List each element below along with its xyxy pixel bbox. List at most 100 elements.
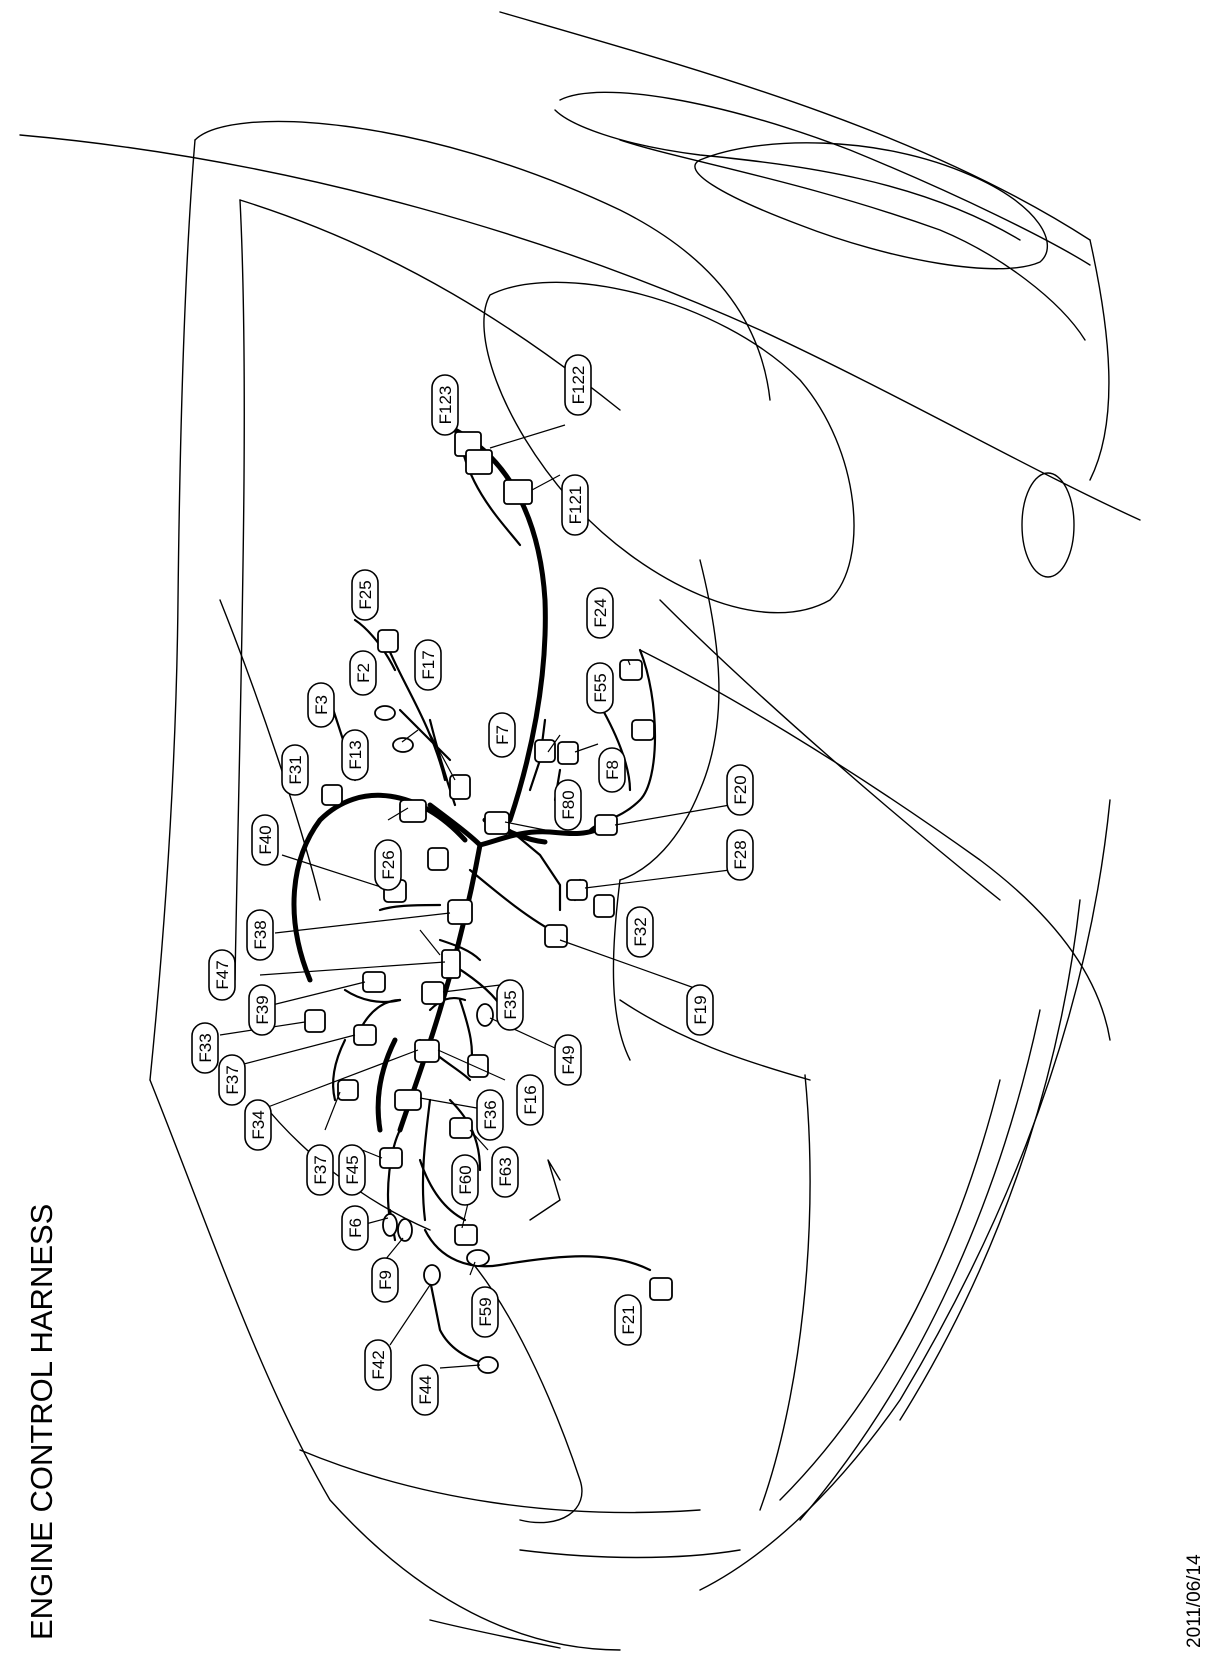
label-f20: F19 <box>686 984 714 1036</box>
connector-f59-body <box>466 1249 490 1267</box>
label-f44: F44 <box>411 1364 439 1416</box>
connector-f80-body <box>484 811 510 835</box>
connector-f38-body <box>353 1024 377 1046</box>
label-f60: F60 <box>451 1154 479 1206</box>
label-f39-text: F39 <box>253 995 272 1024</box>
label-f33-text: F36 <box>481 1100 500 1129</box>
label-f122-text: F122 <box>569 366 588 405</box>
label-f8: F8 <box>598 747 626 793</box>
label-f37-text: F37 <box>311 1155 330 1184</box>
connector-f28-body <box>566 879 588 901</box>
label-f7: F7 <box>488 712 516 758</box>
label-f13-text: F13 <box>346 740 365 769</box>
label-f25: F25 <box>351 569 379 621</box>
label-f24: F24 <box>586 587 614 639</box>
label-f45: F45 <box>338 1144 366 1196</box>
connector-f13-body <box>399 799 427 823</box>
connector-f19-body <box>449 774 471 800</box>
label-f9-text: F9 <box>376 1270 395 1290</box>
label-f55: F55 <box>586 662 614 714</box>
label-f121: F121 <box>561 474 589 536</box>
vehicle-body-outline <box>19 11 1141 1651</box>
diagram-date: 2011/06/14 <box>1184 1554 1205 1648</box>
connector-f36-body <box>447 899 473 925</box>
connector-f32-body <box>304 1009 326 1033</box>
connector-f55-body <box>631 719 655 741</box>
connector-f21-body <box>594 814 618 836</box>
connector-f60-body <box>454 1224 478 1246</box>
connector-f33-body <box>394 1089 422 1111</box>
connector-f42-body <box>423 1264 441 1286</box>
leader-lines <box>219 424 731 1369</box>
label-f59-text: F59 <box>476 1297 495 1326</box>
connector-f37-body <box>337 1079 359 1101</box>
label-f122: F122 <box>564 354 592 416</box>
label-f80: F80 <box>554 779 582 831</box>
label-f35-text: F35 <box>501 990 520 1019</box>
label-f40: F40 <box>251 814 279 866</box>
connector-f45-body <box>379 1147 403 1169</box>
connector-f29-body <box>321 784 343 806</box>
connector-f16-body <box>467 1054 489 1078</box>
label-f33: F36 <box>476 1089 504 1141</box>
label-f36-text: F38 <box>251 920 270 949</box>
connector-f24-body <box>619 659 643 681</box>
label-f31-text: F32 <box>631 917 650 946</box>
label-f20-text: F19 <box>691 995 710 1024</box>
label-f39: F39 <box>248 984 276 1036</box>
label-f16-text: F16 <box>521 1085 540 1114</box>
connector-f34-body <box>414 1039 440 1063</box>
label-f38-text: F37 <box>223 1065 242 1094</box>
label-f123: F123 <box>431 374 459 436</box>
label-f6: F6 <box>341 1205 369 1251</box>
label-f123-text: F123 <box>436 386 455 425</box>
label-f36: F38 <box>246 909 274 961</box>
connector-labels: F123 F122 F121 F25 F24 F2 F17 F3 F55 F7 … <box>191 354 754 1416</box>
connector-f20-body <box>544 924 568 948</box>
label-f42-text: F42 <box>369 1350 388 1379</box>
label-f2-text: F2 <box>354 663 373 683</box>
label-f21-text: F20 <box>731 775 750 804</box>
label-f28-text: F28 <box>731 840 750 869</box>
label-f8-text: F8 <box>603 760 622 780</box>
label-f121-text: F121 <box>566 486 585 525</box>
label-f29-text: F31 <box>286 755 305 784</box>
connector-f2-body <box>374 705 396 721</box>
label-f47: F47 <box>208 949 236 1001</box>
label-f44-text: F44 <box>416 1375 435 1404</box>
connector-f49-body <box>476 1003 494 1027</box>
label-f32-text: F33 <box>196 1033 215 1062</box>
label-f37: F37 <box>306 1144 334 1196</box>
label-f26: F26 <box>374 839 402 891</box>
label-f26-text: F26 <box>379 850 398 879</box>
label-f45-text: F45 <box>343 1155 362 1184</box>
connector-f17-body <box>649 1277 673 1301</box>
label-f28: F28 <box>726 829 754 881</box>
label-f34-text: F34 <box>249 1110 268 1139</box>
label-f19-text: F17 <box>419 650 438 679</box>
connector-f123-body-b <box>465 449 493 475</box>
label-f13: F13 <box>341 729 369 781</box>
connector-f47-body <box>441 949 461 979</box>
connector-f6-body <box>382 1213 398 1237</box>
label-f3: F3 <box>307 682 335 728</box>
label-f63: F63 <box>491 1146 519 1198</box>
label-f24-text: F24 <box>591 598 610 627</box>
label-f7-text: F7 <box>493 725 512 745</box>
connector-f26-body <box>427 847 449 871</box>
label-f47-text: F47 <box>213 960 232 989</box>
label-f38: F37 <box>218 1054 246 1106</box>
label-f35: F35 <box>496 979 524 1031</box>
label-f80-text: F80 <box>559 790 578 819</box>
label-f16: F16 <box>516 1074 544 1126</box>
label-f31: F32 <box>626 906 654 958</box>
connector-f35-body <box>421 981 445 1005</box>
label-f32: F33 <box>191 1022 219 1074</box>
connector-f3-body <box>392 737 414 753</box>
label-f42: F42 <box>364 1339 392 1391</box>
connector-f44-body <box>477 1356 499 1374</box>
label-f34: F34 <box>244 1099 272 1151</box>
label-f19: F17 <box>414 639 442 691</box>
label-f59: F59 <box>471 1286 499 1338</box>
